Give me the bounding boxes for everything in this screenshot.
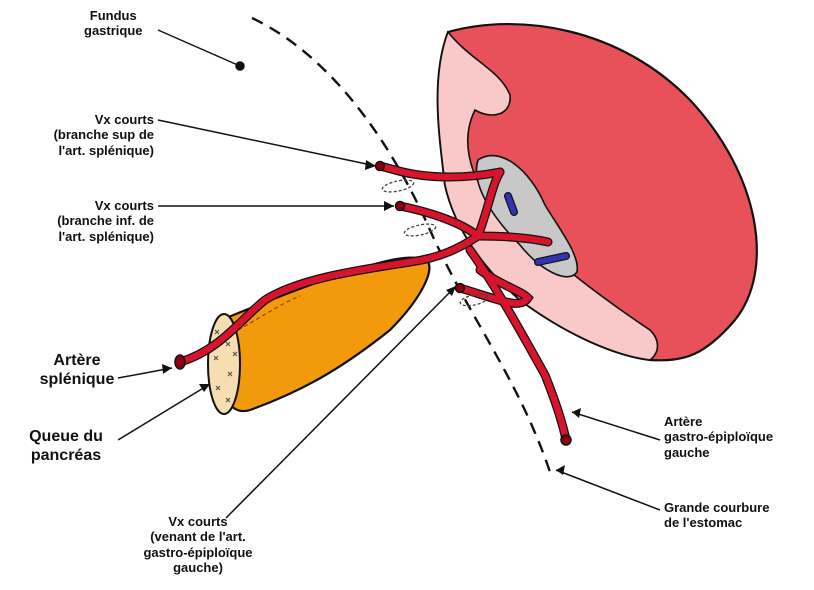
leader-queue-pancreas [118,384,210,440]
leader-vx-sup [158,120,376,166]
spleen [438,24,757,360]
label-vx-courts-branche-inf: Vx courts (branche inf. de l'art. spléni… [34,198,154,244]
leader-artere-gastro [572,412,660,440]
leader-fundus-dot [236,62,244,70]
leader-fundus [158,30,240,66]
label-queue-du-pancreas: Queue du pancréas [14,428,118,466]
label-vx-courts-branche-sup: Vx courts (branche sup de l'art. spléniq… [34,112,154,158]
leader-grande-courbure [556,470,660,510]
label-grande-courbure-estomac: Grande courbure de l'estomac [664,500,769,531]
label-fundus-gastrique: Fundus gastrique [84,8,143,39]
label-artere-gastro-epiploique-gauche: Artère gastro-épiploïque gauche [664,414,773,460]
label-artere-splenique: Artère splénique [32,352,122,390]
label-vx-courts-gastro-epiploique: Vx courts (venant de l'art. gastro-épipl… [136,514,260,575]
